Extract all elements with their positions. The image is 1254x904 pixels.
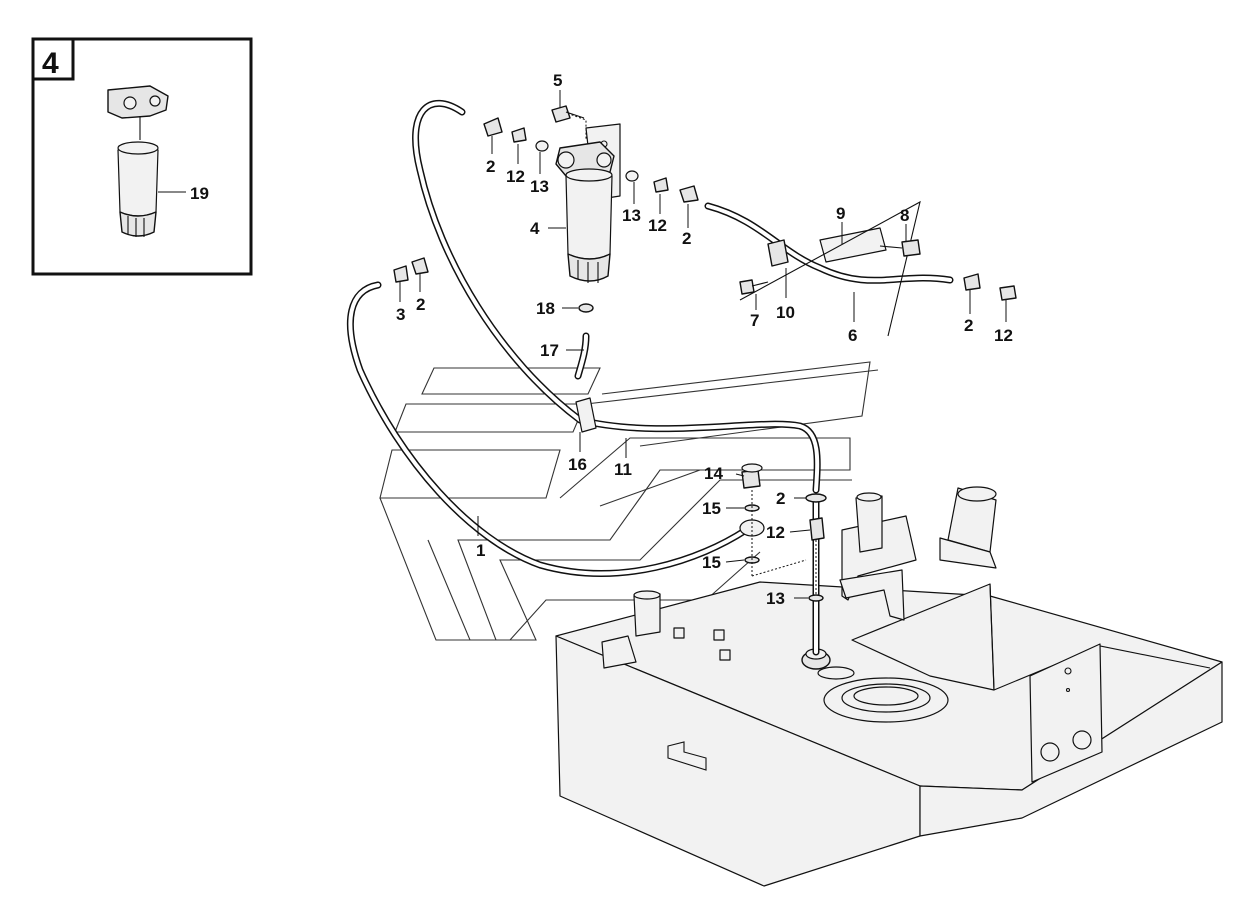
callout-2-c: 2: [416, 295, 425, 314]
callout-19: 19: [190, 184, 209, 203]
inset-filter-head: [107, 85, 169, 140]
callout-8: 8: [900, 206, 909, 225]
callout-3: 3: [396, 305, 405, 324]
callout-13-c: 13: [766, 589, 785, 608]
inset-box: 4: [31, 37, 253, 276]
callout-17: 17: [540, 341, 559, 360]
inset-label: 4: [42, 47, 59, 80]
frame-outline: [379, 361, 879, 641]
small-parts: [393, 105, 1017, 602]
callout-11: 11: [614, 460, 632, 479]
callout-13-b: 13: [622, 206, 641, 225]
callout-18: 18: [536, 299, 555, 318]
callout-2-d: 2: [964, 316, 973, 335]
callout-7: 7: [750, 311, 759, 330]
callout-15-a: 15: [702, 499, 721, 518]
callout-12-b: 12: [648, 216, 667, 235]
callout-labels: 1 2 2 2 2 2 3 4 5 6 7 8 9 10 11 12 12 12…: [190, 71, 1013, 608]
callout-12-a: 12: [506, 167, 525, 186]
callout-2-a: 2: [486, 157, 495, 176]
callout-12-d: 12: [766, 523, 785, 542]
leader-lines: [399, 90, 1007, 599]
callout-12-c: 12: [994, 326, 1013, 345]
callout-16: 16: [568, 455, 587, 474]
callout-1: 1: [476, 541, 485, 560]
hoses: [346, 99, 954, 656]
callout-2-e: 2: [776, 489, 785, 508]
fuel-filter: [555, 111, 621, 283]
callout-4: 4: [530, 219, 540, 238]
callout-5: 5: [553, 71, 562, 90]
callout-6: 6: [848, 326, 857, 345]
fuel-tank: [555, 486, 1223, 887]
callout-9: 9: [836, 204, 845, 223]
inset-filter-canister: [117, 141, 159, 237]
callout-2-b: 2: [682, 229, 691, 248]
callout-10: 10: [776, 303, 795, 322]
callout-15-b: 15: [702, 553, 721, 572]
callout-13-a: 13: [530, 177, 549, 196]
callout-14: 14: [704, 464, 723, 483]
